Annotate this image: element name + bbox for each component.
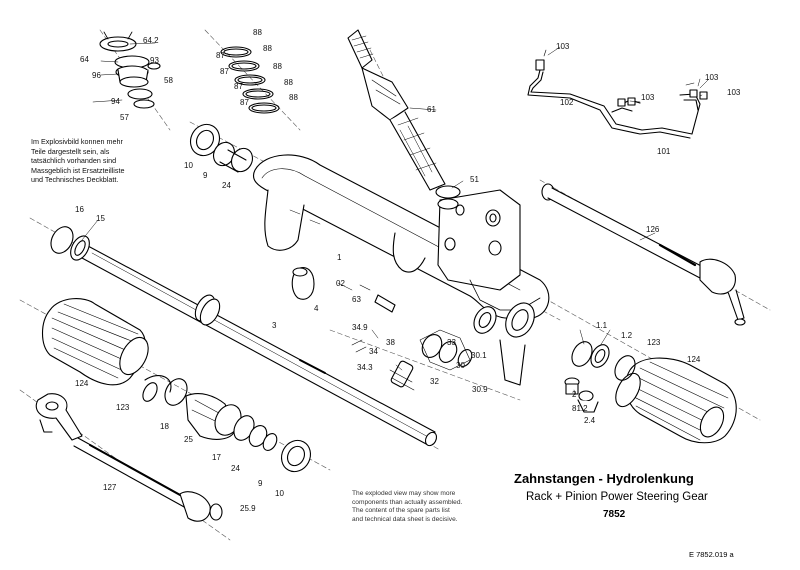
callout-33: 33 <box>447 338 456 347</box>
callout-30-1: 30.1 <box>471 351 487 360</box>
part-number: 7852 <box>603 509 626 520</box>
callout-63: 63 <box>352 295 361 304</box>
callout-1: 1 <box>337 253 342 262</box>
note-english: The exploded view may show more componen… <box>352 490 463 523</box>
callout-61: 61 <box>427 105 436 114</box>
callout-02: 02 <box>336 279 345 288</box>
callout-3: 3 <box>272 321 277 330</box>
callout-58: 58 <box>164 76 173 85</box>
callout-88-b: 88 <box>263 44 272 53</box>
callout-34-3: 34.3 <box>357 363 373 372</box>
callout-30-9: 30.9 <box>472 385 488 394</box>
callout-81-2: 81.2 <box>572 404 588 413</box>
lower-right-fitting <box>564 377 599 413</box>
callout-123-left: 123 <box>116 403 130 412</box>
callout-124-right: 124 <box>687 355 701 364</box>
callout-17: 17 <box>212 453 221 462</box>
callout-24-bottom: 24 <box>231 464 240 473</box>
callout-57: 57 <box>120 113 129 122</box>
callout-25: 25 <box>184 435 193 444</box>
page-title: Zahnstangen - Hydrolenkung <box>514 471 694 486</box>
callout-2: 2 <box>572 390 577 399</box>
boot-left <box>41 298 172 402</box>
callout-96: 96 <box>92 71 101 80</box>
callout-15: 15 <box>96 214 105 223</box>
callout-32: 32 <box>430 377 439 386</box>
callout-10-bottom: 10 <box>275 489 284 498</box>
callout-34-9: 34.9 <box>352 323 368 332</box>
callout-18: 18 <box>160 422 169 431</box>
callout-103-c: 103 <box>641 93 655 102</box>
tie-rod-right <box>541 183 746 326</box>
drawing-code: E 7852.019 a <box>689 550 734 559</box>
callout-4: 4 <box>314 304 319 313</box>
callout-87-b: 87 <box>220 67 229 76</box>
callout-94: 94 <box>111 97 120 106</box>
upper-bearing-stack <box>99 31 161 109</box>
callout-88-e: 88 <box>289 93 298 102</box>
callout-102: 102 <box>560 98 574 107</box>
valve-parts <box>291 267 473 391</box>
callout-64: 64 <box>80 55 89 64</box>
left-bushings <box>189 123 254 173</box>
rack-bar <box>81 245 438 447</box>
steering-housing <box>252 154 550 386</box>
callout-127: 127 <box>103 483 117 492</box>
callout-87-d: 87 <box>240 98 249 107</box>
tie-rod-left <box>35 393 223 522</box>
lower-left-parts <box>164 378 312 473</box>
page-subtitle: Rack + Pinion Power Steering Gear <box>526 491 708 503</box>
callout-64-2: 64.2 <box>143 36 159 45</box>
right-rings <box>571 341 636 381</box>
callout-34: 34 <box>369 347 378 356</box>
callout-93: 93 <box>150 56 159 65</box>
callout-leaders <box>81 42 710 396</box>
callout-10-top: 10 <box>184 161 193 170</box>
callout-124-left: 124 <box>75 379 89 388</box>
hydraulic-pipes <box>527 49 708 139</box>
callout-88-d: 88 <box>284 78 293 87</box>
seal-rings-left <box>50 226 90 261</box>
callout-103-b: 103 <box>705 73 719 82</box>
callout-101: 101 <box>657 147 671 156</box>
callout-103-a: 103 <box>556 42 570 51</box>
callout-1-2: 1.2 <box>621 331 633 340</box>
callout-126: 126 <box>646 225 660 234</box>
o-ring-stack <box>220 46 280 114</box>
callout-103-d: 103 <box>727 88 741 97</box>
callout-25-9: 25.9 <box>240 504 256 513</box>
callout-24-top: 24 <box>222 181 231 190</box>
callout-1-1: 1.1 <box>596 321 608 330</box>
callout-87-a: 87 <box>216 51 225 60</box>
callout-16: 16 <box>75 205 84 214</box>
note-german: Im Explosivbild konnen mehr Teile darges… <box>31 137 125 185</box>
callout-2-4: 2.4 <box>584 416 596 425</box>
callout-38: 38 <box>386 338 395 347</box>
callout-30: 30 <box>456 361 465 370</box>
callout-123-right: 123 <box>647 338 661 347</box>
callout-9-top: 9 <box>203 171 208 180</box>
callout-9-bottom: 9 <box>258 479 263 488</box>
callout-51: 51 <box>470 175 479 184</box>
boot-right <box>615 357 737 444</box>
callout-87-c: 87 <box>234 82 243 91</box>
callout-88-c: 88 <box>273 62 282 71</box>
input-shaft-valve <box>347 29 461 210</box>
callout-88-a: 88 <box>253 28 262 37</box>
